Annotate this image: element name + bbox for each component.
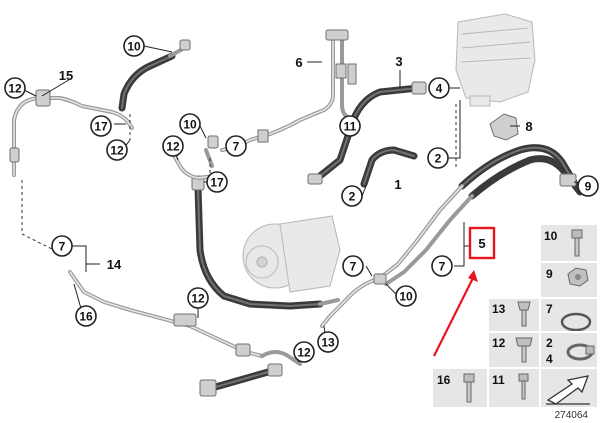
svg-text:12: 12 — [297, 346, 311, 360]
directional-arrow-icon — [546, 375, 590, 405]
nut-icon — [567, 267, 589, 287]
svg-text:7: 7 — [233, 140, 240, 154]
svg-text:10: 10 — [544, 229, 558, 243]
callout-15: 15 — [59, 68, 73, 83]
screw-icon — [517, 301, 531, 327]
svg-text:10: 10 — [399, 290, 413, 304]
callout-14: 14 — [107, 257, 122, 272]
svg-text:9: 9 — [546, 267, 553, 281]
svg-text:2: 2 — [349, 190, 356, 204]
svg-text:10: 10 — [127, 40, 141, 54]
callout-5-highlighted: 5 — [468, 226, 496, 260]
svg-text:13: 13 — [321, 336, 335, 350]
steering-pump-ghost — [242, 215, 341, 293]
line-6 — [220, 29, 357, 152]
svg-text:11: 11 — [492, 373, 505, 387]
line-17 — [170, 135, 219, 180]
line-15 — [9, 89, 134, 177]
svg-text:15: 15 — [59, 68, 73, 83]
socket-bolt-icon — [463, 373, 475, 403]
flange-bolt-icon — [515, 337, 533, 363]
callout-12-lower: 12 — [187, 287, 209, 309]
hose-clamp-icon — [566, 343, 595, 361]
svg-text:1: 1 — [394, 177, 401, 192]
callout-17-left: 17 — [90, 115, 112, 137]
hose-top-left — [118, 39, 191, 112]
callout-13: 13 — [317, 331, 339, 353]
svg-text:8: 8 — [525, 119, 532, 134]
callout-12-mid: 12 — [162, 135, 184, 157]
dashed-guide-left — [21, 180, 59, 253]
svg-text:12: 12 — [492, 336, 506, 350]
reservoir-ghost — [455, 13, 536, 107]
hose-5 — [320, 144, 584, 328]
hose-1 — [360, 146, 418, 188]
callout-7-left: 7 — [51, 235, 73, 257]
callout-7-mid: 7 — [225, 135, 247, 157]
svg-text:17: 17 — [94, 120, 108, 134]
callout-12-left2: 12 — [106, 139, 128, 161]
svg-text:4: 4 — [436, 82, 443, 96]
svg-text:2: 2 — [435, 152, 442, 166]
svg-text:9: 9 — [585, 180, 592, 194]
svg-text:3: 3 — [395, 54, 402, 69]
bolt-icon — [571, 229, 583, 257]
callout-16: 16 — [75, 305, 97, 327]
svg-text:10: 10 — [183, 118, 197, 132]
drawing-number: 274064 — [555, 410, 589, 421]
parts-legend: 10 9 13 7 12 2 4 — [431, 223, 599, 409]
svg-text:5: 5 — [478, 236, 485, 251]
svg-text:16: 16 — [79, 310, 93, 324]
svg-text:7: 7 — [546, 302, 553, 316]
callout-7-pump: 7 — [342, 255, 364, 277]
seal-ring-icon — [560, 312, 592, 332]
callout-10-top: 10 — [123, 35, 145, 57]
svg-text:12: 12 — [191, 292, 205, 306]
callout-4: 4 — [428, 77, 450, 99]
svg-text:13: 13 — [492, 302, 506, 316]
bracket-8 — [489, 113, 519, 141]
svg-text:7: 7 — [350, 260, 357, 274]
svg-text:4: 4 — [546, 352, 553, 366]
callout-7-right: 7 — [431, 255, 453, 277]
callout-17-mid: 17 — [206, 171, 228, 193]
callout-6: 6 — [295, 55, 302, 70]
callout-10-mid: 10 — [179, 113, 201, 135]
svg-text:11: 11 — [344, 120, 357, 134]
line-14 — [68, 270, 264, 358]
svg-text:12: 12 — [166, 140, 180, 154]
hose-13 — [199, 350, 302, 397]
callout-3: 3 — [395, 54, 402, 69]
callout-8: 8 — [525, 119, 532, 134]
svg-text:7: 7 — [59, 240, 66, 254]
callout-11: 11 — [339, 115, 361, 137]
callout-12-bottom: 12 — [293, 341, 315, 363]
svg-text:12: 12 — [110, 144, 124, 158]
svg-text:2: 2 — [546, 336, 553, 350]
svg-text:12: 12 — [8, 82, 22, 96]
callout-12-topleft: 12 — [4, 77, 26, 99]
callout-1: 1 — [394, 177, 401, 192]
svg-text:16: 16 — [437, 373, 451, 387]
callout-10-lower: 10 — [395, 285, 417, 307]
svg-text:17: 17 — [210, 176, 224, 190]
highlight-arrow — [433, 270, 478, 357]
bolt-icon-small — [518, 373, 529, 400]
svg-text:7: 7 — [439, 260, 446, 274]
svg-text:6: 6 — [295, 55, 302, 70]
callout-2-right: 2 — [427, 147, 449, 169]
callout-2-left: 2 — [341, 185, 363, 207]
callout-9: 9 — [577, 175, 599, 197]
svg-text:14: 14 — [107, 257, 122, 272]
